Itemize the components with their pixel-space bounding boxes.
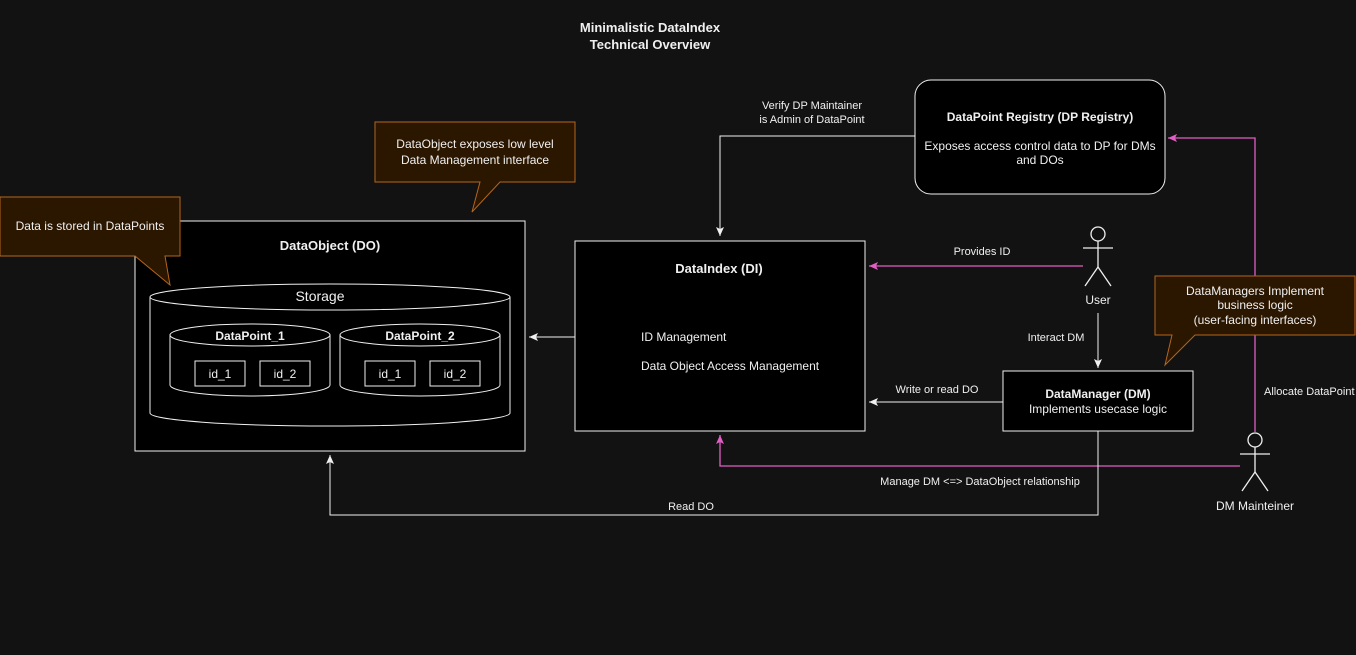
datapoint-1-id-1: id_1: [209, 367, 232, 381]
label-verify-line-1: Verify DP Maintainer: [762, 100, 862, 112]
user-actor-icon: [1083, 226, 1113, 287]
datapoint-1-label: DataPoint_1: [215, 329, 285, 343]
callout-data-stored: Data is stored in DataPoints: [0, 196, 181, 287]
maintainer-label: DM Mainteiner: [1216, 499, 1294, 513]
registry-title: DataPoint Registry (DP Registry): [947, 110, 1134, 124]
datapoint-1-id-1-box: [194, 360, 246, 387]
datapoint-2-id-2-box: [429, 360, 481, 387]
datapoint-2-label: DataPoint_2: [385, 329, 455, 343]
callout-low-level-line-2: Data Management interface: [401, 153, 549, 167]
label-allocate-datapoint: Allocate DataPoint: [1264, 386, 1355, 398]
user-label: User: [1085, 293, 1110, 307]
maintainer-actor-icon: [1240, 432, 1270, 492]
datapoint-2-id-2: id_2: [444, 367, 467, 381]
label-provides-id: Provides ID: [954, 246, 1011, 258]
callout-low-level-line-1: DataObject exposes low level: [396, 137, 553, 151]
storage-label: Storage: [295, 288, 344, 304]
edge-manage-relationship: [716, 435, 1240, 467]
dataindex-title: DataIndex (DI): [675, 261, 762, 276]
callout-business-line-1: DataManagers Implement: [1186, 284, 1325, 298]
registry-desc-line-1: Exposes access control data to DP for DM…: [924, 139, 1155, 153]
diagram-title-line-1: Minimalistic DataIndex: [580, 20, 721, 35]
datapoint-2-id-1-box: [364, 360, 416, 387]
edge-verify-maintainer: [716, 135, 915, 236]
callout-business-line-3: (user-facing interfaces): [1194, 313, 1317, 327]
dataindex-feature-access: Data Object Access Management: [641, 359, 820, 373]
registry-box: DataPoint Registry (DP Registry) Exposes…: [914, 79, 1166, 195]
edge-read-do: [326, 431, 1099, 516]
datapoint-2-cylinder: DataPoint_2 id_1 id_2: [339, 323, 501, 397]
label-verify-line-2: is Admin of DataPoint: [759, 114, 864, 126]
datapoint-1-id-2: id_2: [274, 367, 297, 381]
label-write-read-do: Write or read DO: [896, 384, 979, 396]
dataindex-feature-id: ID Management: [641, 330, 727, 344]
registry-desc-line-2: and DOs: [1016, 153, 1063, 167]
dataobject-title: DataObject (DO): [280, 238, 380, 253]
datapoint-1-cylinder: DataPoint_1 id_1 id_2: [169, 323, 331, 397]
datamanager-desc: Implements usecase logic: [1029, 402, 1167, 416]
datamanager-box: DataManager (DM) Implements usecase logi…: [1002, 370, 1194, 432]
diagram-title-line-2: Technical Overview: [590, 37, 711, 52]
callout-business-logic: DataManagers Implement business logic (u…: [1154, 275, 1356, 367]
callout-data-stored-text: Data is stored in DataPoints: [16, 219, 165, 233]
label-read-do: Read DO: [668, 501, 714, 513]
dataindex-box: DataIndex (DI) ID Management Data Object…: [574, 240, 866, 432]
datamanager-title: DataManager (DM): [1045, 387, 1150, 401]
label-interact-dm: Interact DM: [1028, 332, 1085, 344]
label-manage-relationship: Manage DM <=> DataObject relationship: [880, 476, 1080, 488]
callout-business-line-2: business logic: [1217, 298, 1292, 312]
datapoint-1-id-2-box: [259, 360, 311, 387]
datapoint-2-id-1: id_1: [379, 367, 402, 381]
callout-low-level: DataObject exposes low level Data Manage…: [374, 121, 576, 213]
